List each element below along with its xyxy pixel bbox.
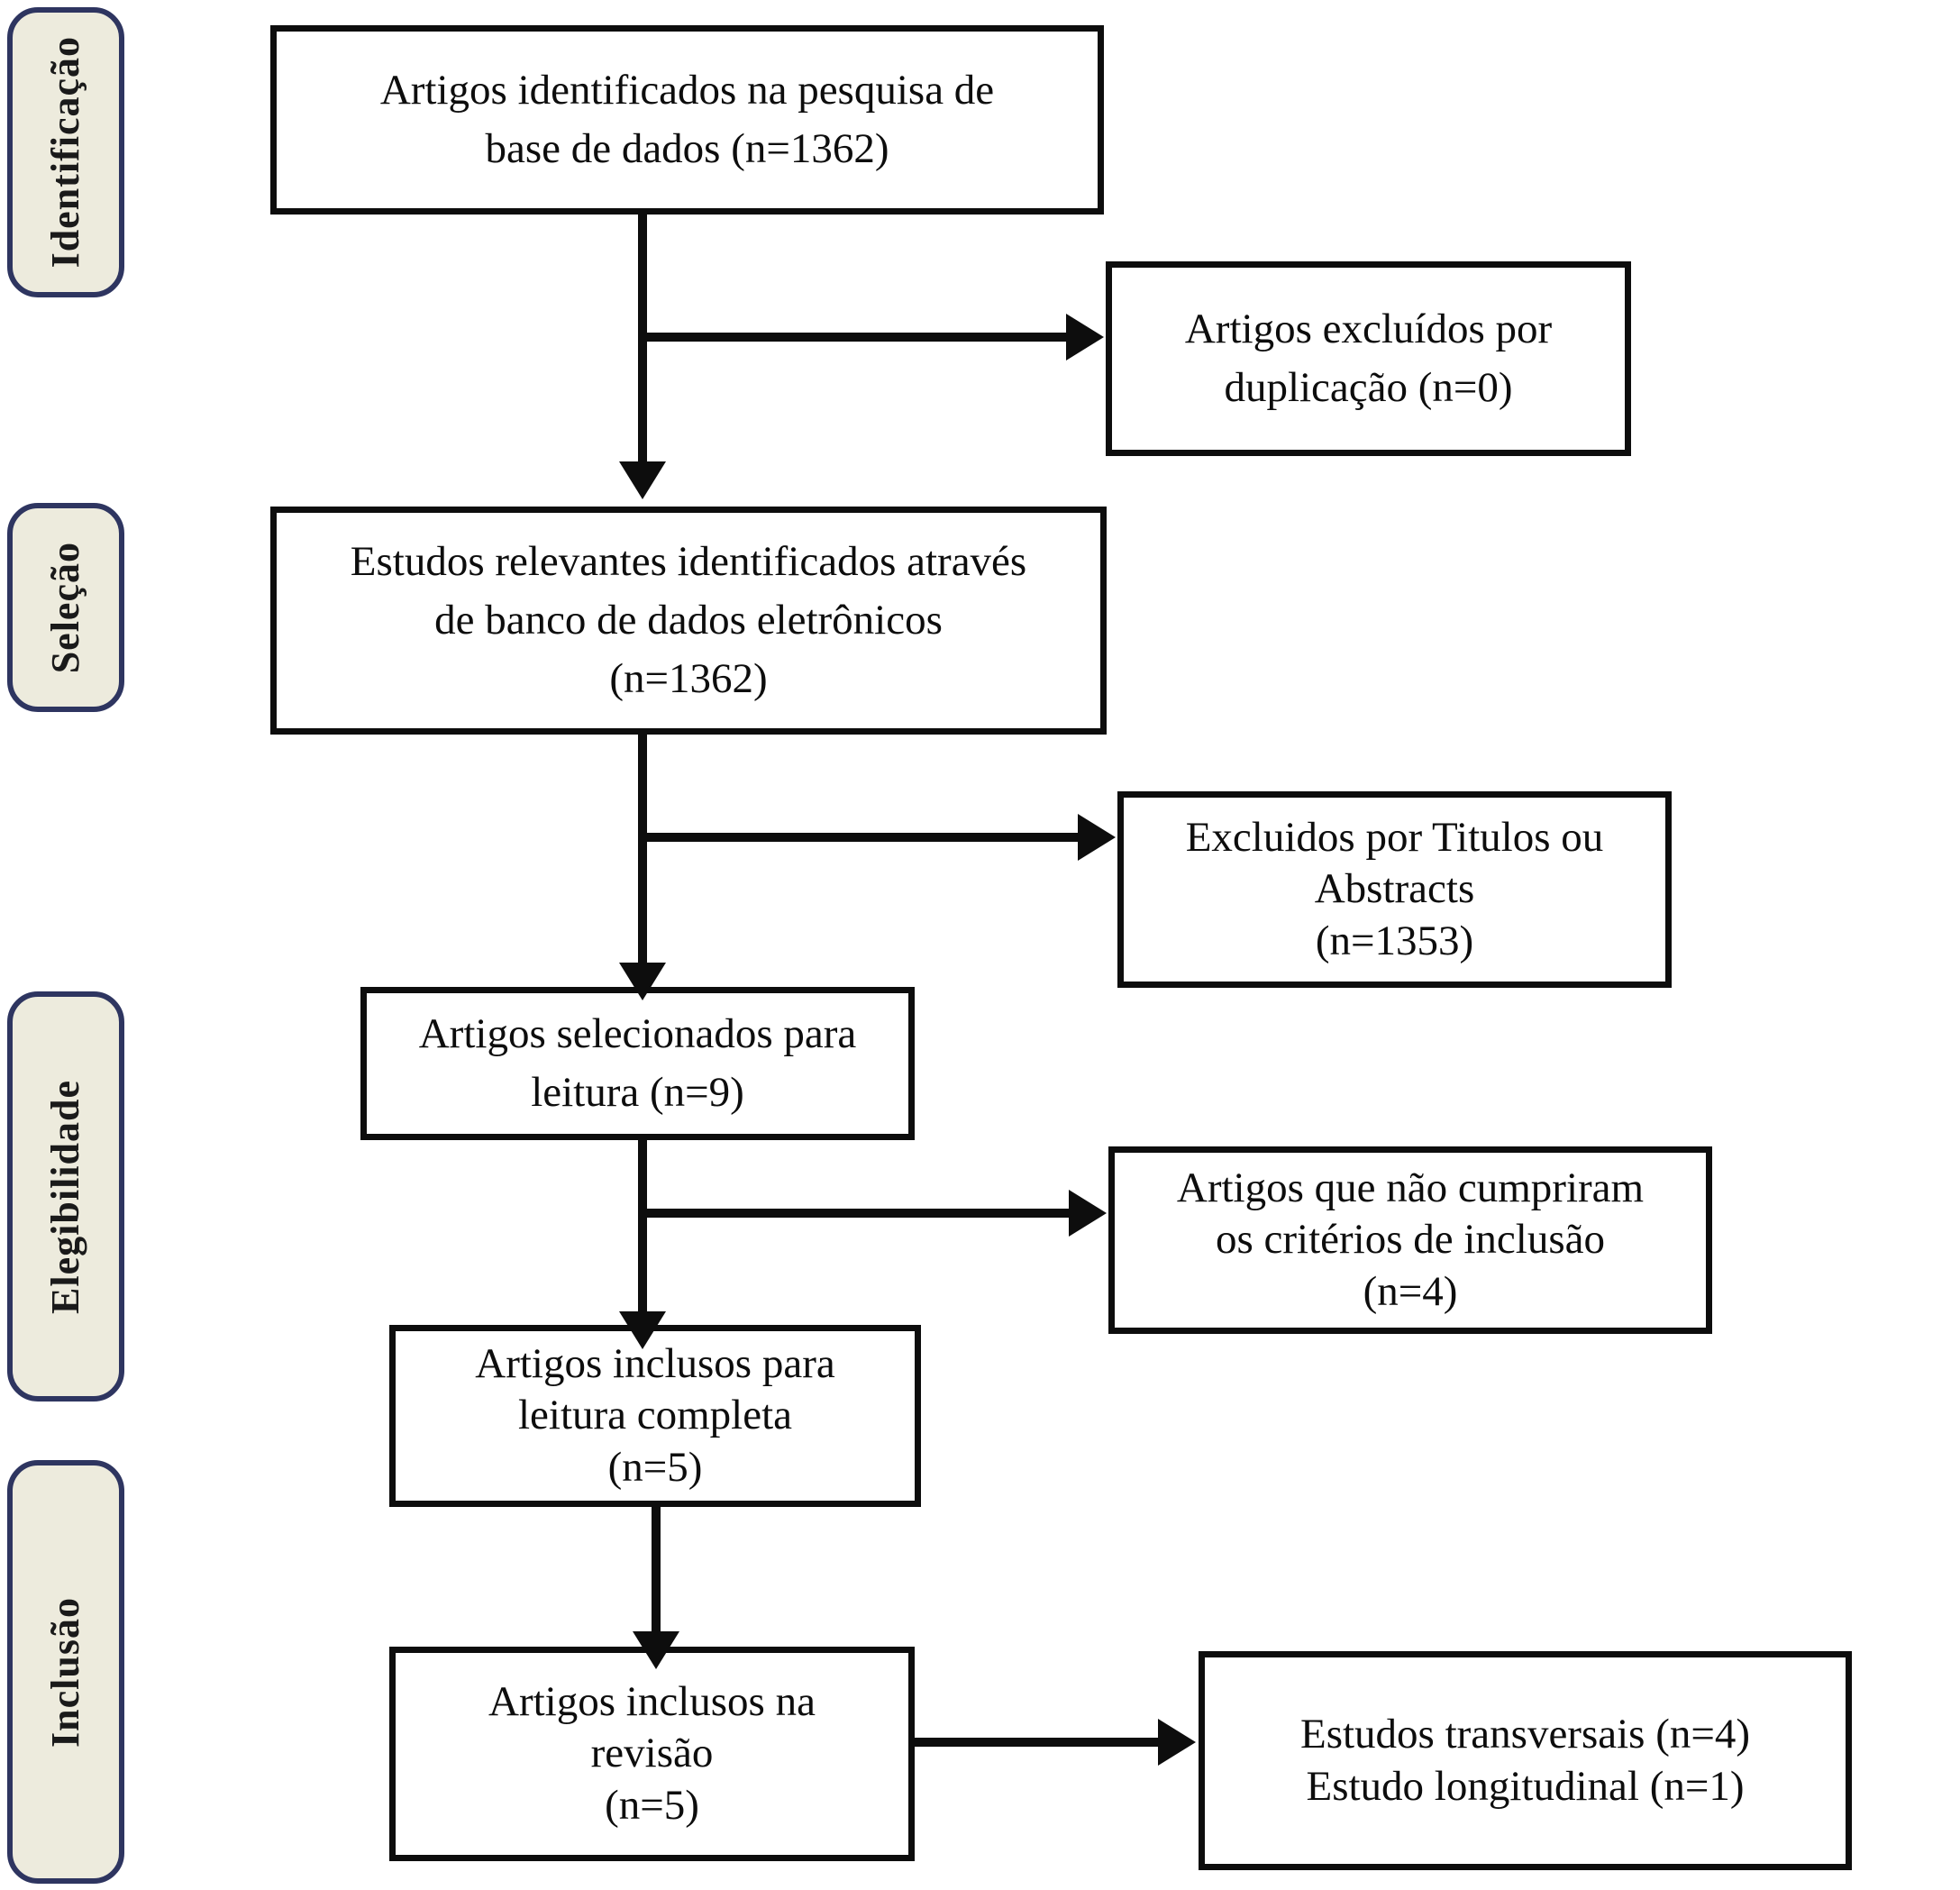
box-selected-for-reading-text: Artigos selecionados para leitura (n=9) — [418, 1010, 857, 1116]
connector-relevant-to-selected-line — [638, 735, 647, 967]
connector-selected-to-fulltext-arrow — [619, 1311, 666, 1349]
connector-identified-to-relevant-arrow — [619, 461, 666, 499]
box-included-in-review-text: Artigos inclusos na revisão (n=5) — [488, 1678, 816, 1829]
connector-selected-to-criteria-arrow — [1069, 1190, 1107, 1237]
stage-box-elegibilidade: Elegibilidade — [7, 991, 124, 1402]
stage-box-selecao: Seleção — [7, 503, 124, 712]
box-excluded-duplicates-text: Artigos excluídos por duplicação (n=0) — [1184, 306, 1553, 411]
connector-selected-to-fulltext-line — [638, 1137, 647, 1318]
box-not-meeting-criteria-text: Artigos que não cumpriram os critérios d… — [1176, 1164, 1645, 1315]
stage-label-elegibilidade: Elegibilidade — [43, 1079, 87, 1314]
connector-relevant-to-excluded-arrow — [1078, 814, 1116, 861]
connector-fulltext-to-review-line — [652, 1507, 661, 1638]
box-study-types: Estudos transversais (n=4) Estudo longit… — [1199, 1651, 1852, 1870]
connector-review-to-studytypes-arrow — [1158, 1719, 1196, 1766]
connector-identified-to-duplicates-line — [643, 333, 1068, 342]
box-excluded-title-abstract-text: Excluidos por Titulos ou Abstracts (n=13… — [1185, 814, 1604, 964]
connector-selected-to-criteria-line — [643, 1209, 1071, 1218]
box-included-in-review: Artigos inclusos na revisão (n=5) — [389, 1647, 915, 1861]
box-relevant-studies: Estudos relevantes identificados através… — [270, 507, 1107, 735]
connector-relevant-to-selected-arrow — [619, 963, 666, 1000]
connector-review-to-studytypes-line — [912, 1738, 1160, 1747]
box-relevant-studies-text: Estudos relevantes identificados através… — [350, 538, 1027, 702]
box-not-meeting-criteria: Artigos que não cumpriram os critérios d… — [1108, 1146, 1712, 1334]
connector-relevant-to-excluded-line — [643, 833, 1080, 842]
box-selected-for-reading: Artigos selecionados para leitura (n=9) — [360, 987, 915, 1140]
box-excluded-duplicates: Artigos excluídos por duplicação (n=0) — [1106, 261, 1631, 456]
box-articles-identified: Artigos identificados na pesquisa de bas… — [270, 25, 1104, 215]
box-included-full-text: Artigos inclusos para leitura completa (… — [389, 1325, 921, 1507]
stage-label-selecao: Seleção — [43, 541, 87, 674]
box-excluded-title-abstract: Excluidos por Titulos ou Abstracts (n=13… — [1117, 791, 1672, 988]
box-articles-identified-text: Artigos identificados na pesquisa de bas… — [379, 67, 995, 172]
stage-label-identificacao: Identificação — [43, 36, 87, 269]
box-study-types-text: Estudos transversais (n=4) Estudo longit… — [1299, 1711, 1751, 1810]
box-included-full-text-text: Artigos inclusos para leitura completa (… — [475, 1340, 835, 1491]
connector-fulltext-to-review-arrow — [633, 1631, 679, 1669]
stage-box-identificacao: Identificação — [7, 7, 124, 297]
stage-label-inclusao: Inclusão — [43, 1596, 87, 1748]
stage-box-inclusao: Inclusão — [7, 1460, 124, 1884]
connector-identified-to-duplicates-arrow — [1066, 314, 1104, 361]
